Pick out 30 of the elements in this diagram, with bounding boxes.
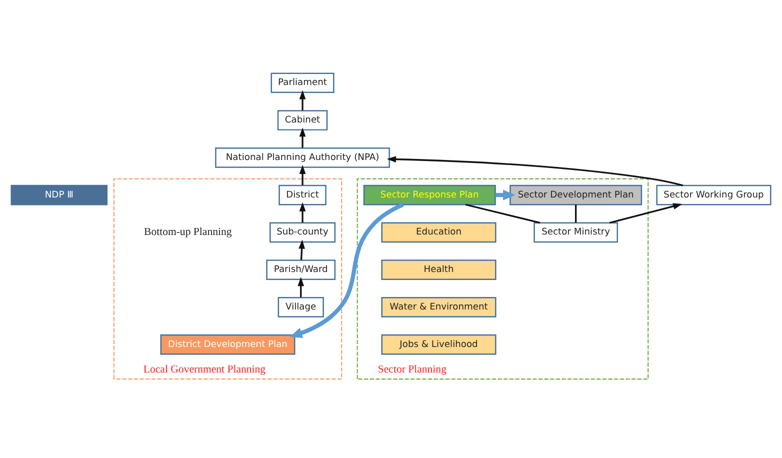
node-box: Cabinet — [277, 110, 328, 130]
arrow — [298, 239, 305, 260]
arrow — [299, 164, 306, 185]
arrow — [299, 126, 306, 148]
node-box: Sector Working Group — [656, 184, 772, 205]
connector — [575, 204, 577, 222]
arrow — [609, 202, 682, 224]
node-box: Jobs & Livelihood — [381, 334, 496, 354]
node-box: Parliament — [270, 72, 334, 93]
node-box: Village — [278, 296, 324, 317]
node-box: District Development Plan — [160, 334, 296, 354]
label: Bottom-up Planning — [144, 226, 232, 238]
node-box: Sector Ministry — [534, 222, 618, 242]
arrow — [386, 156, 684, 186]
node-box: Parish/Ward — [266, 259, 336, 280]
arrow — [299, 90, 306, 110]
node-box: Sector Development Plan — [510, 184, 642, 205]
node-box: NDP Ⅲ — [10, 184, 108, 205]
arrow — [298, 276, 304, 297]
arrow — [290, 202, 404, 338]
node-box: Education — [381, 222, 496, 242]
node-box: National Planning Authority (NPA) — [215, 146, 390, 168]
arrow — [495, 189, 516, 200]
connector — [465, 203, 540, 224]
node-box: Water & Environment — [381, 296, 496, 317]
arrow — [299, 202, 306, 222]
node-box: Sector Response Plan — [363, 184, 496, 205]
node-box: Health — [381, 259, 496, 280]
node-box: District — [278, 184, 326, 205]
node-box: Sub-county — [270, 222, 336, 242]
